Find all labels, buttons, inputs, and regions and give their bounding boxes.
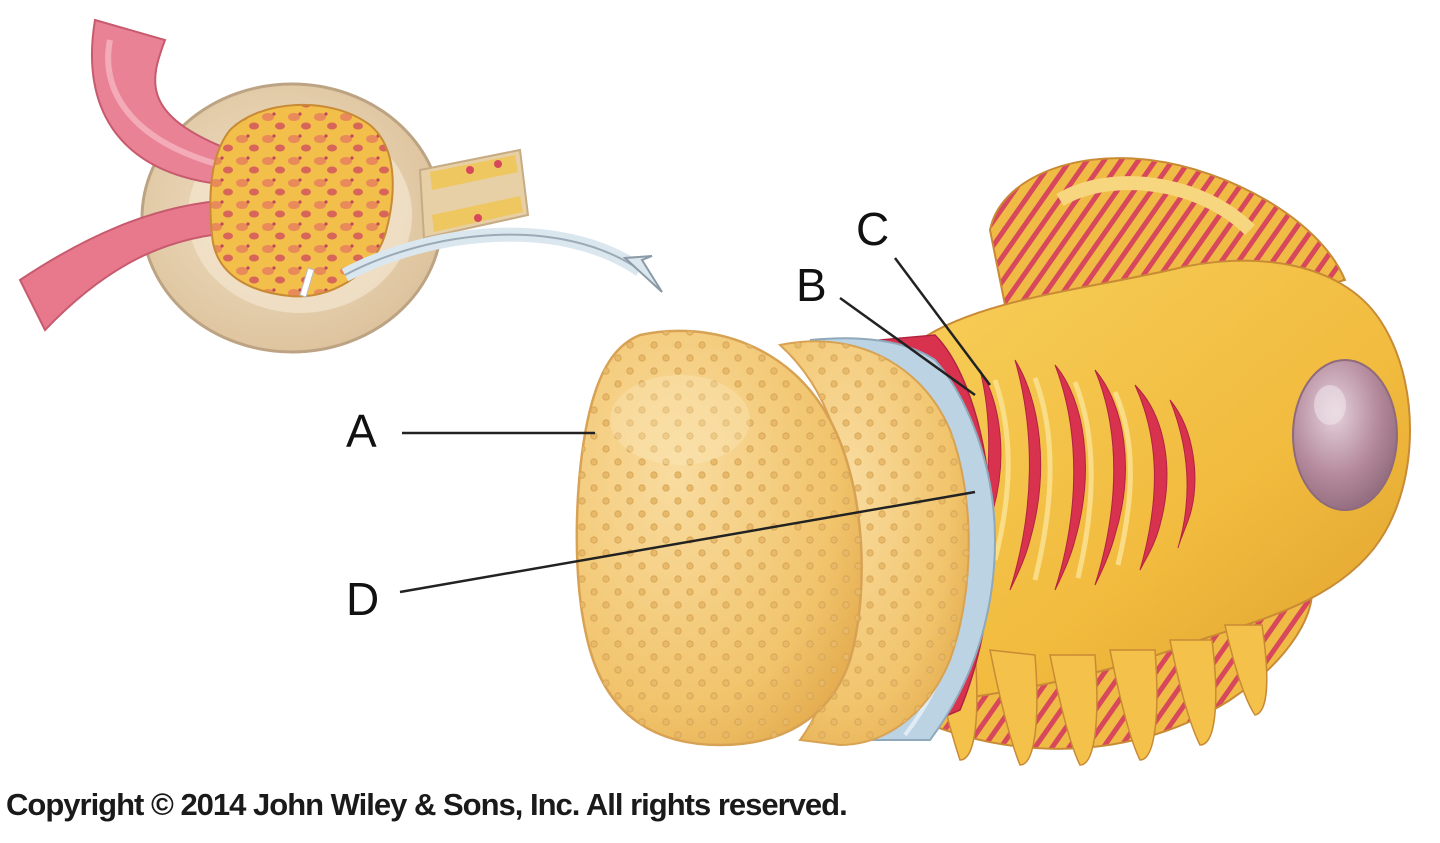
renal-corpuscle-inset bbox=[18, 18, 530, 354]
leader-lines bbox=[399, 257, 992, 594]
label-b: B bbox=[796, 259, 827, 311]
label-a: A bbox=[346, 405, 377, 457]
magnification-arrow bbox=[341, 227, 663, 293]
leader-line-d bbox=[399, 490, 976, 594]
leader-line-c bbox=[893, 257, 992, 386]
label-c: C bbox=[856, 203, 890, 255]
leader-line-b bbox=[839, 296, 976, 397]
filtration-membrane-enlargement bbox=[575, 157, 1411, 766]
podocyte-nucleus bbox=[1292, 359, 1398, 511]
arrow-head-icon bbox=[622, 255, 663, 293]
label-d: D bbox=[346, 573, 380, 625]
filtration-slits bbox=[969, 359, 1196, 591]
copyright-notice: Copyright © 2014 John Wiley & Sons, Inc.… bbox=[6, 787, 848, 822]
